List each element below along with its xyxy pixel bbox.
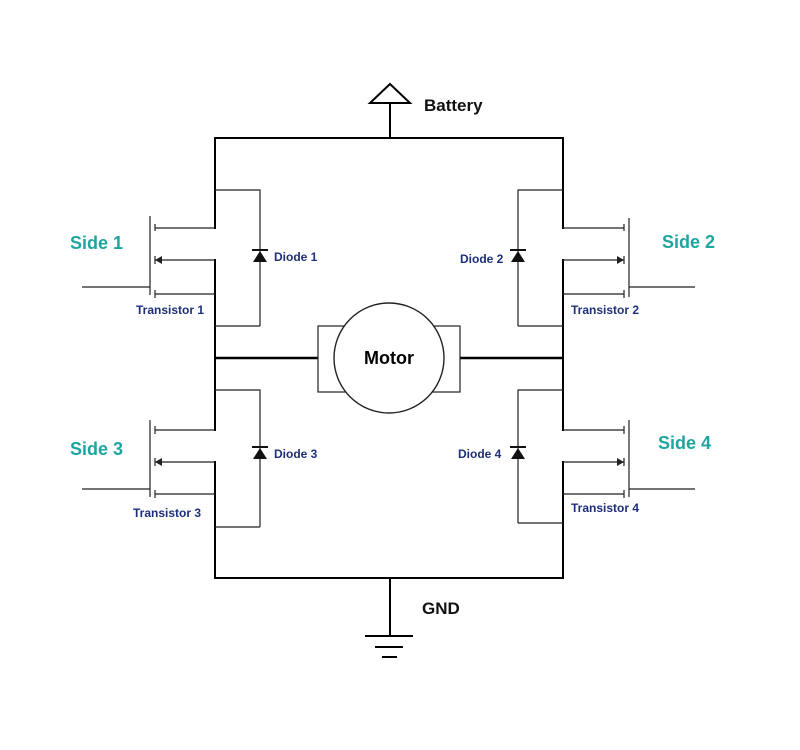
diode-3	[215, 389, 268, 528]
side-3-label: Side 3	[70, 439, 123, 459]
diode-2-label: Diode 2	[460, 252, 504, 266]
transistor-1	[82, 216, 215, 298]
ground-symbol	[365, 577, 413, 658]
transistor-3	[82, 420, 215, 498]
side-2-label: Side 2	[662, 232, 715, 252]
diode-4	[510, 389, 563, 524]
motor	[215, 302, 563, 414]
side-1-label: Side 1	[70, 233, 123, 253]
diode-1-label: Diode 1	[274, 250, 318, 264]
transistor-4-label: Transistor 4	[571, 501, 639, 515]
diode-2	[510, 189, 563, 327]
battery-label: Battery	[424, 96, 483, 115]
side-4-label: Side 4	[658, 433, 711, 453]
transistor-1-label: Transistor 1	[136, 303, 204, 317]
transistor-2-label: Transistor 2	[571, 303, 639, 317]
diode-1	[215, 189, 268, 327]
diode-4-label: Diode 4	[458, 447, 502, 461]
transistor-4	[563, 420, 695, 498]
transistor-3-label: Transistor 3	[133, 506, 201, 520]
gnd-label: GND	[422, 599, 460, 618]
transistor-2	[563, 218, 695, 298]
motor-label: Motor	[364, 348, 414, 368]
battery-symbol	[367, 82, 413, 139]
diode-3-label: Diode 3	[274, 447, 318, 461]
